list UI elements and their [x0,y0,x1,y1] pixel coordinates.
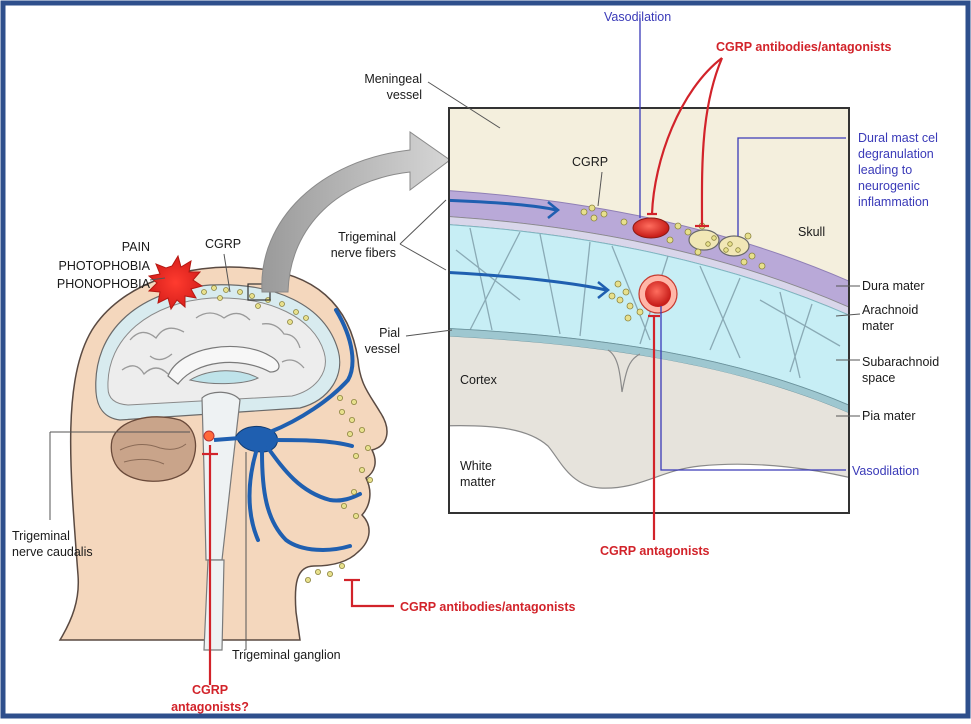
cerebellum [111,417,195,481]
meningeal-vessel-label-1: Meningeal [364,72,422,86]
subarachnoid-label-1: Subarachnoid [862,355,939,369]
pial-vessel [645,281,671,307]
cgrp-label-head: CGRP [205,237,241,251]
subarachnoid-label-2: space [862,371,895,385]
arachnoid-label-1: Arachnoid [862,303,918,317]
dural-mast-cell-label-1: Dural mast cel [858,131,938,145]
white-matter-label-2: matter [460,475,495,489]
pial-vessel-label-2: vessel [365,342,400,356]
cgrp-antagonists-label-bottom: CGRP antagonists [600,544,710,558]
meningeal-vessel-label-2: vessel [387,88,422,102]
cgrp-antagonists-q-label-1: CGRP [192,683,228,697]
pial-vessel-label-1: Pial [379,326,400,340]
dural-mast-cell-label-4: neurogenic [858,179,920,193]
white-matter-label-1: White [460,459,492,473]
dura-mater-label: Dura mater [862,279,925,293]
trigeminal-ganglion-label: Trigeminal ganglion [232,648,341,662]
skull-label: Skull [798,225,825,239]
dural-mast-cell-label-2: degranulation [858,147,934,161]
vasodilation-label-right: Vasodilation [852,464,919,478]
photophobia-label: PHOTOPHOBIA [59,259,151,273]
pia-mater-label: Pia mater [862,409,916,423]
meninges-inset [440,100,860,520]
vasodilation-label-top: Vasodilation [604,10,671,24]
pain-label: PAIN [122,240,150,254]
mast-cell-degranulating [719,236,749,256]
cgrp-antibodies-label-top: CGRP antibodies/antagonists [716,40,892,54]
trigeminal-fibers-label-2: nerve fibers [331,246,396,260]
cgrp-antibodies-label-bottom: CGRP antibodies/antagonists [400,600,576,614]
meningeal-vessel [633,218,669,238]
trigeminal-caudalis-label-2: nerve caudalis [12,545,93,559]
dural-mast-cell-label-5: inflammation [858,195,929,209]
trigeminal-caudalis-label-1: Trigeminal [12,529,70,543]
cgrp-label-inset: CGRP [572,155,608,169]
phonophobia-label: PHONOPHOBIA [57,277,151,291]
spinal-cord [204,560,224,650]
arachnoid-label-2: mater [862,319,894,333]
cgrp-antagonists-q-label-2: antagonists? [171,700,249,714]
trigeminal-fibers-label-1: Trigeminal [338,230,396,244]
cortex-label: Cortex [460,373,498,387]
dural-mast-cell-label-3: leading to [858,163,912,177]
caudalis-nucleus [204,431,214,441]
